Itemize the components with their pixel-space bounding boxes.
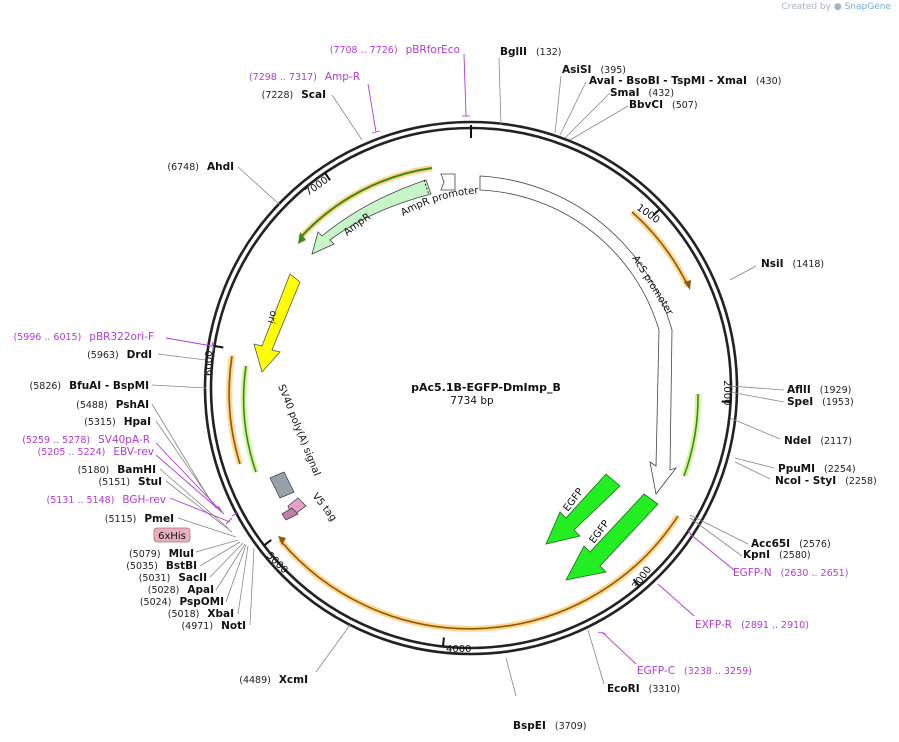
- credit-brand: SnapGene: [844, 2, 891, 12]
- tick-mark: [441, 637, 445, 647]
- site-ppumi: PpuMI(2254): [778, 463, 856, 475]
- feature-egfp-2: [565, 493, 659, 581]
- site-bspei: BspEI(3709): [513, 720, 586, 732]
- his-tag-badge: 6xHis: [153, 527, 191, 543]
- primer-amp-r: (7298 .. 7317)Amp-R: [249, 71, 360, 83]
- feature-label-ori: ori: [265, 309, 279, 324]
- primer-labels: (7708 .. 7726)pBRforEco (7298 .. 7317)Am…: [13, 44, 848, 677]
- site-mlui: (5079)MluI: [129, 548, 194, 560]
- feature-ampr: [311, 179, 432, 255]
- primer-pbrforeco: (7708 .. 7726)pBRforEco: [330, 44, 460, 56]
- primer-pbr322ori-f: (5996 .. 6015)pBR322ori-F: [13, 331, 154, 343]
- tick-mark: [632, 578, 641, 587]
- tick-marks: [214, 172, 731, 647]
- orf-arc-bottom-arrow: [278, 536, 286, 545]
- snapgene-logo-icon: ●: [833, 2, 842, 12]
- site-drdi: (5963)DrdI: [87, 349, 152, 361]
- site-ndei: NdeI(2117): [784, 435, 852, 447]
- orf-arc-top-left-arrow: [298, 232, 306, 244]
- primer-sv40pa-r: (5259 .. 5278)SV40pA-R: [22, 434, 150, 446]
- feature-ampr-promoter: [440, 173, 456, 191]
- feature-ori: [253, 273, 301, 373]
- site-bstbi: (5035)BstBI: [126, 560, 197, 572]
- site-ncoi-styi: NcoI - StyI(2258): [775, 475, 877, 487]
- snapgene-credit: Created by ● SnapGene: [781, 2, 891, 12]
- site-sacii: (5031)SacII: [139, 572, 207, 584]
- feature-sv40-polya: [269, 471, 295, 499]
- primer-exfp-r: EXFP-R(2891 .. 2910): [695, 619, 809, 631]
- site-scai: (7228)ScaI: [262, 89, 326, 101]
- site-pshai: (5488)PshAI: [76, 399, 149, 411]
- site-aflii: AflII(1929): [787, 384, 851, 396]
- site-acc65i: Acc65I(2576): [751, 538, 831, 550]
- plasmid-name: pAc5.1B-EGFP-DmImp_B: [411, 381, 561, 394]
- feature-egfp-1: [545, 473, 621, 545]
- orf-arc-left-inner: [240, 365, 259, 473]
- primer-egfp-c: EGFP-C(3238 .. 3259): [637, 665, 752, 677]
- feature-acs-promoter: [479, 175, 678, 495]
- site-bglii: BglII(132): [500, 46, 561, 58]
- site-apai: (5028)ApaI: [148, 584, 214, 596]
- tick-mark: [652, 208, 661, 217]
- tick-mark: [214, 345, 224, 349]
- tick-mark: [263, 539, 272, 547]
- site-kpni: KpnI(2580): [743, 549, 811, 561]
- feature-label-sv40: SV40 poly(A) signal: [275, 383, 322, 478]
- leader-lines: [151, 57, 785, 697]
- site-spei: SpeI(1953): [787, 396, 854, 408]
- site-pspomi: (5024)PspOMI: [140, 596, 224, 608]
- site-xbai: (5018)XbaI: [168, 608, 234, 620]
- primer-lines: [155, 53, 735, 665]
- site-bfuai-bspmi: (5826)BfuAI - BspMI: [30, 380, 149, 392]
- primer-ebv-rev: (5205 .. 5224)EBV-rev: [38, 446, 155, 458]
- plasmid-length: 7734 bp: [450, 395, 494, 407]
- site-noti: (4971)NotI: [181, 620, 246, 632]
- credit-created-by: Created by: [781, 2, 831, 12]
- site-xcmi: (4489)XcmI: [239, 674, 308, 686]
- primer-egfp-n: EGFP-N(2630 .. 2651): [733, 567, 848, 579]
- tick-mark: [324, 172, 331, 181]
- site-bamhi: (5180)BamHI: [78, 464, 156, 476]
- tick-label-6000: 6000: [204, 351, 215, 376]
- orf-arc-right-mid: [681, 393, 702, 478]
- site-hpai: (5315)HpaI: [84, 416, 151, 428]
- his-tag-label: 6xHis: [158, 531, 186, 542]
- site-ahdi: (6748)AhdI: [167, 161, 234, 173]
- feature-v5-tag-2: [281, 507, 299, 521]
- site-nsii: NsiI(1418): [761, 258, 824, 270]
- site-smai: SmaI(432): [610, 87, 674, 99]
- site-asisi: AsiSI(395): [562, 64, 626, 76]
- site-avai-group: AvaI - BsoBI - TspMI - XmaI(430): [589, 75, 781, 87]
- site-ecori: EcoRI(3310): [607, 683, 680, 695]
- tick-label-4000: 4000: [446, 644, 471, 655]
- site-stui: (5151)StuI: [98, 476, 162, 488]
- orf-arcs: [226, 165, 702, 632]
- orf-arc-right-top-arrow: [684, 280, 691, 290]
- feature-label-v5-tag: V5 tag: [310, 491, 339, 524]
- tick-label-2000: 2000: [721, 380, 732, 405]
- primer-bgh-rev: (5131 .. 5148)BGH-rev: [47, 494, 166, 506]
- site-labels: BglII(132) AsiSI(395) AvaI - BsoBI - Tsp…: [30, 46, 877, 732]
- site-pmei: (5115)PmeI: [105, 513, 174, 525]
- site-bbvci: BbvCI(507): [629, 99, 698, 111]
- features: [253, 173, 678, 581]
